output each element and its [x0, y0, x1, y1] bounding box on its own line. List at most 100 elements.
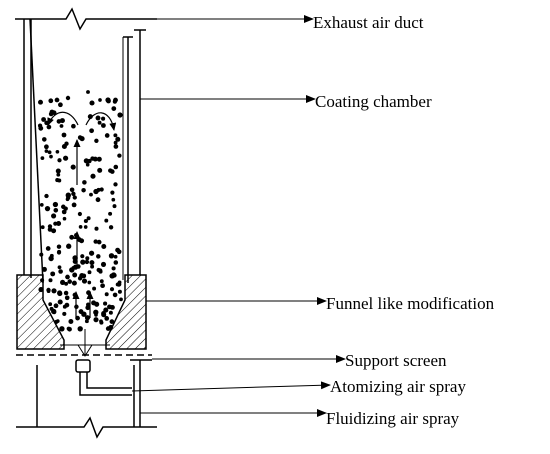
particle [48, 255, 54, 262]
particle [46, 124, 52, 130]
funnel-modification-label: Funnel like modification [326, 294, 495, 313]
particle [92, 286, 97, 291]
particle [56, 244, 62, 249]
particle [39, 203, 44, 207]
support-screen-label: Support screen [345, 351, 447, 370]
particle [111, 106, 117, 111]
particle [104, 133, 110, 138]
particle [59, 124, 64, 128]
particle [51, 228, 57, 234]
coating-particles [37, 90, 123, 332]
particle [113, 133, 118, 138]
atomizing-air-spray-label: Atomizing air spray [330, 377, 466, 396]
particle [86, 290, 91, 296]
particle [94, 301, 100, 307]
particle [87, 280, 92, 285]
particle [117, 280, 122, 285]
particle [100, 123, 106, 128]
particle [109, 287, 115, 292]
particle [58, 269, 63, 274]
particle [111, 197, 116, 202]
particle [93, 317, 99, 323]
particle [99, 279, 104, 284]
particle [57, 178, 62, 183]
particle [96, 254, 101, 259]
particle [74, 233, 79, 238]
particle [44, 144, 49, 150]
particle [100, 283, 105, 289]
particle [64, 295, 70, 301]
particle [96, 187, 101, 192]
particle [80, 259, 86, 265]
particle [85, 162, 90, 167]
particle [56, 119, 62, 124]
particle [103, 307, 109, 313]
particle [96, 156, 102, 162]
particle [40, 225, 45, 230]
particle [112, 204, 117, 209]
particle [107, 304, 112, 310]
particle [55, 319, 60, 323]
funnel-modification [16, 274, 147, 350]
particle [98, 98, 102, 102]
particle [71, 280, 77, 286]
particle [112, 99, 118, 104]
particle [110, 190, 115, 195]
particle [81, 311, 87, 317]
particle [65, 192, 71, 198]
particle [90, 173, 96, 179]
particle [51, 288, 57, 294]
particle [45, 246, 51, 251]
leader-lines [131, 15, 346, 417]
particle [66, 243, 72, 249]
particle [78, 225, 83, 229]
particle [113, 182, 118, 187]
particle [83, 218, 88, 224]
particle [61, 132, 67, 138]
particle [44, 193, 49, 199]
particle [71, 191, 76, 196]
particle [77, 135, 83, 140]
particle [108, 211, 113, 216]
particle [74, 304, 79, 310]
particle [38, 287, 44, 293]
particle [96, 239, 102, 245]
particle [110, 169, 115, 174]
particle [62, 311, 67, 316]
particle [47, 224, 53, 229]
particle [77, 211, 82, 217]
particle [108, 253, 115, 259]
particle [113, 164, 119, 170]
particle [89, 128, 94, 134]
particle [47, 150, 52, 155]
particle [111, 266, 116, 271]
particle [72, 195, 77, 200]
particle [81, 187, 86, 193]
particle [65, 95, 71, 101]
particle [89, 260, 95, 266]
particle [48, 278, 53, 283]
particle [58, 102, 63, 108]
particle [116, 249, 122, 255]
particle [38, 99, 43, 105]
particle [65, 274, 70, 280]
particle [46, 289, 51, 294]
particle [84, 319, 89, 324]
particle [104, 292, 109, 297]
particle [40, 156, 45, 160]
particle [97, 167, 103, 173]
particle [40, 278, 45, 283]
particle [77, 237, 82, 243]
particle [113, 140, 118, 145]
particle [113, 254, 118, 259]
particle [94, 226, 99, 231]
particle [56, 250, 62, 255]
particle [86, 90, 90, 94]
particle [109, 319, 115, 324]
particle [63, 206, 68, 211]
particle [90, 156, 95, 161]
particle [93, 309, 99, 315]
particle [75, 315, 80, 321]
particle [72, 272, 78, 278]
particle [89, 192, 93, 197]
